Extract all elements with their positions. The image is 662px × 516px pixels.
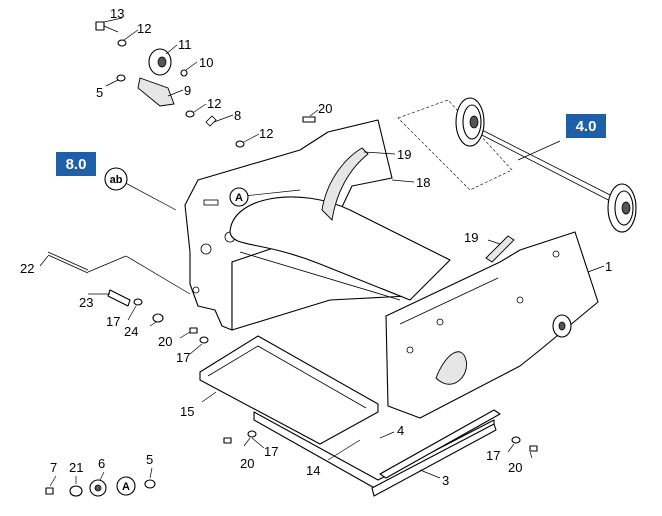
- callout-12-top: 12: [137, 21, 151, 36]
- main-frame: [184, 119, 599, 419]
- callout-24: 24: [124, 324, 138, 339]
- callout-9: 9: [184, 83, 191, 98]
- callout-19-lower: 19: [464, 230, 478, 245]
- callout-21: 21: [69, 460, 83, 475]
- callout-18: 18: [416, 175, 430, 190]
- reference-label-4-0: 4.0: [576, 118, 597, 135]
- callout-17-left: 17: [106, 314, 120, 329]
- callout-8: 8: [234, 108, 241, 123]
- upper-hardware-stack: [95, 21, 316, 148]
- callout-4: 4: [397, 423, 404, 438]
- callout-23: 23: [79, 295, 93, 310]
- callout-17-right: 17: [486, 448, 500, 463]
- bubble-ab: ab: [104, 167, 128, 191]
- callout-12-lower: 12: [259, 126, 273, 141]
- callout-17-bottom-left: 17: [264, 444, 278, 459]
- bubble-a-lower-label: A: [122, 481, 130, 493]
- callout-5-bottom: 5: [146, 452, 153, 467]
- callout-numbers: 13 12 11 10 5 9 12 8 12 20 19 18 19 1 22…: [20, 6, 612, 488]
- reference-4-0[interactable]: 4.0: [566, 114, 606, 138]
- callout-20-left: 20: [158, 334, 172, 349]
- loose-hardware: [45, 251, 538, 497]
- callout-20-top: 20: [318, 101, 332, 116]
- callout-22: 22: [20, 261, 34, 276]
- callout-1: 1: [605, 259, 612, 274]
- callout-12-middle: 12: [207, 96, 221, 111]
- bubble-a-upper: A: [229, 187, 249, 207]
- bubble-a-upper-label: A: [235, 192, 243, 204]
- base-tray: [199, 335, 501, 497]
- callout-15: 15: [180, 404, 194, 419]
- wheel-axle-assembly: [397, 97, 637, 233]
- callout-17-middle: 17: [176, 350, 190, 365]
- reference-8-0[interactable]: 8.0: [56, 152, 96, 176]
- callout-20-bottom-left: 20: [240, 456, 254, 471]
- bubble-ab-label: ab: [110, 174, 123, 186]
- callout-13: 13: [110, 6, 124, 21]
- callout-10: 10: [199, 55, 213, 70]
- leader-lines: [39, 17, 605, 487]
- callout-5-top: 5: [96, 85, 103, 100]
- callout-19-upper: 19: [397, 147, 411, 162]
- callout-6: 6: [98, 456, 105, 471]
- reference-label-8-0: 8.0: [66, 156, 87, 173]
- bubble-a-lower: A: [116, 476, 136, 496]
- callout-3: 3: [442, 473, 449, 488]
- callout-20-right: 20: [508, 460, 522, 475]
- callout-7: 7: [50, 460, 57, 475]
- callout-14: 14: [306, 463, 320, 478]
- callout-11: 11: [178, 37, 192, 52]
